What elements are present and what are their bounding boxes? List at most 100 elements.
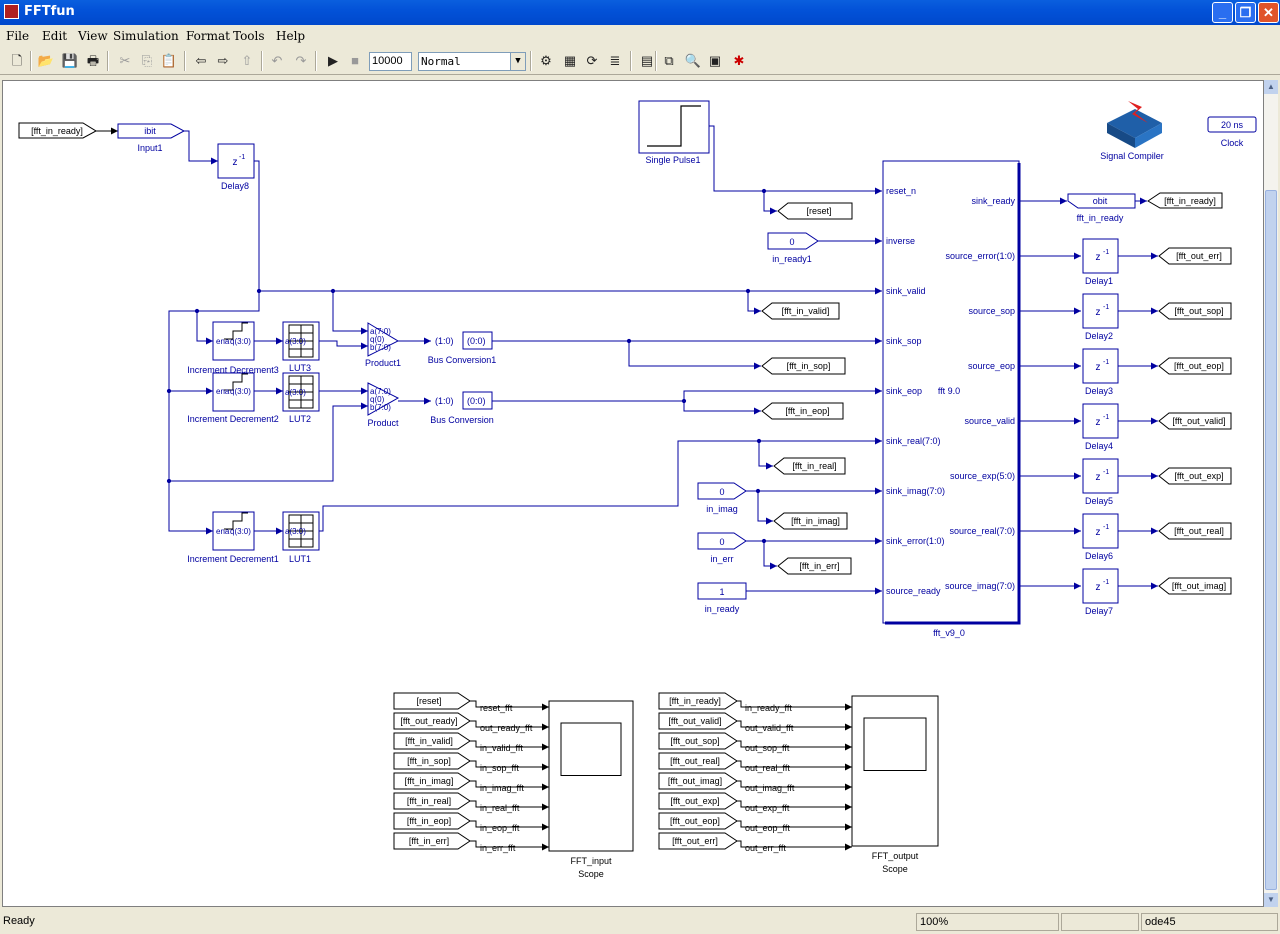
goto-in-block[interactable]: [761, 357, 846, 375]
from-block[interactable]: [393, 812, 471, 830]
from-block[interactable]: [658, 752, 738, 770]
menu-format[interactable]: Format: [186, 29, 230, 43]
maximize-button[interactable]: ❐: [1235, 2, 1256, 23]
report-icon[interactable]: ▣: [708, 53, 722, 68]
goto-in-block[interactable]: [777, 557, 852, 575]
stop-simulation-icon[interactable]: ■: [351, 53, 359, 68]
goto-in-block[interactable]: [761, 302, 840, 320]
bus-conversion-block[interactable]: [462, 391, 493, 410]
open-folder-icon[interactable]: 📂: [37, 53, 55, 68]
bus-conversion1-block[interactable]: [462, 331, 493, 350]
copy-icon[interactable]: ⎘: [141, 53, 153, 68]
delay-block[interactable]: [1082, 403, 1119, 439]
from-block[interactable]: [658, 832, 738, 850]
print-icon[interactable]: 🖶: [86, 53, 100, 68]
debugger-icon[interactable]: 🔍: [684, 53, 702, 68]
fft-v9-0-block[interactable]: [882, 160, 1020, 624]
from-block[interactable]: [393, 832, 471, 850]
cut-icon[interactable]: ✂: [119, 53, 131, 68]
from-fft-in-ready-block[interactable]: [18, 122, 98, 139]
delay8-block[interactable]: [217, 143, 255, 179]
redo-icon[interactable]: ↷: [295, 53, 307, 68]
from-block[interactable]: [658, 812, 738, 830]
close-button[interactable]: ✕: [1258, 2, 1279, 23]
start-simulation-icon[interactable]: ▶: [328, 53, 338, 68]
from-block[interactable]: [658, 692, 738, 710]
signal-compiler-icon[interactable]: [1107, 101, 1162, 148]
from-block[interactable]: [393, 712, 471, 730]
model-explorer-icon[interactable]: ⧉: [664, 53, 674, 68]
back-arrow-icon[interactable]: ⇦: [195, 53, 207, 68]
goto-in-block[interactable]: [773, 457, 846, 475]
undo-icon[interactable]: ↶: [271, 53, 283, 68]
goto-out-block[interactable]: [1158, 467, 1232, 485]
menu-file[interactable]: File: [6, 29, 30, 43]
refresh-icon[interactable]: ⟳: [586, 53, 598, 68]
paste-icon[interactable]: 📋: [160, 53, 178, 68]
minimize-button[interactable]: _: [1212, 2, 1233, 23]
delay-block[interactable]: [1082, 238, 1119, 274]
goto-out-block[interactable]: [1158, 302, 1232, 320]
delay-block[interactable]: [1082, 458, 1119, 494]
from-block[interactable]: [393, 732, 471, 750]
from-block[interactable]: [393, 772, 471, 790]
delay-block[interactable]: [1082, 293, 1119, 329]
menu-tools[interactable]: Tools: [233, 29, 265, 43]
menu-simulation[interactable]: Simulation: [113, 29, 179, 43]
goto-fft-in-ready-block[interactable]: [1147, 192, 1223, 209]
model-properties-icon[interactable]: ≣: [609, 53, 621, 68]
in-err-label: in_err: [710, 554, 733, 564]
goto-in-block[interactable]: [773, 512, 848, 530]
menu-view[interactable]: View: [78, 29, 108, 43]
increment-decrement1-block[interactable]: [212, 511, 255, 551]
delay-block[interactable]: [1082, 348, 1119, 384]
in-imag-constant-block[interactable]: [697, 482, 747, 500]
product-block[interactable]: [367, 382, 400, 416]
save-icon[interactable]: 💾: [61, 53, 79, 68]
goto-out-block[interactable]: [1158, 522, 1232, 540]
from-block[interactable]: [393, 752, 471, 770]
chevron-down-icon[interactable]: ▼: [510, 53, 525, 70]
product1-block[interactable]: [367, 322, 400, 357]
goto-out-block[interactable]: [1158, 412, 1232, 430]
vertical-scrollbar[interactable]: ▲ ▼: [1264, 80, 1278, 907]
from-block[interactable]: [658, 712, 738, 730]
in-err-constant-block[interactable]: [697, 532, 747, 550]
delay-block[interactable]: [1082, 513, 1119, 549]
from-block[interactable]: [393, 692, 471, 710]
build-icon[interactable]: ⚙: [540, 53, 552, 68]
forward-arrow-icon[interactable]: ⇨: [217, 53, 229, 68]
goto-out-block[interactable]: [1158, 247, 1232, 265]
goto-in-label: [fft_in_real]: [792, 461, 836, 471]
delay-block[interactable]: [1082, 568, 1119, 604]
input1-block[interactable]: [117, 123, 186, 139]
from-block[interactable]: [658, 792, 738, 810]
fft-in-ready-output-block[interactable]: [1067, 193, 1136, 209]
increment-decrement2-block[interactable]: [212, 372, 255, 412]
from-block[interactable]: [393, 792, 471, 810]
scroll-up-icon[interactable]: ▲: [1264, 80, 1278, 94]
goto-reset-block[interactable]: [777, 202, 853, 220]
up-arrow-icon[interactable]: ⇧: [241, 53, 253, 68]
menu-edit[interactable]: Edit: [42, 29, 68, 43]
goto-out-block[interactable]: [1158, 577, 1232, 595]
stop-time-input[interactable]: 10000: [369, 52, 412, 71]
menu-help[interactable]: Help: [276, 29, 306, 43]
from-block[interactable]: [658, 772, 738, 790]
increment-decrement3-block[interactable]: [212, 321, 255, 361]
in-ready1-constant-block[interactable]: [767, 232, 819, 250]
goto-in-block[interactable]: [761, 402, 844, 420]
goto-out-block[interactable]: [1158, 357, 1232, 375]
library-browser-icon[interactable]: ▤: [640, 53, 654, 68]
help-icon[interactable]: ✱: [733, 53, 745, 68]
single-pulse-block[interactable]: [638, 100, 710, 154]
scroll-down-icon[interactable]: ▼: [1264, 893, 1278, 907]
new-model-icon[interactable]: 🗋: [11, 53, 23, 68]
simulation-mode-select[interactable]: Normal▼: [418, 52, 526, 71]
in-ready-constant-block[interactable]: [697, 582, 747, 600]
clock-block[interactable]: [1207, 116, 1257, 133]
from-block[interactable]: [658, 732, 738, 750]
update-diagram-icon[interactable]: ▦: [563, 53, 577, 68]
scroll-thumb[interactable]: [1265, 190, 1277, 890]
